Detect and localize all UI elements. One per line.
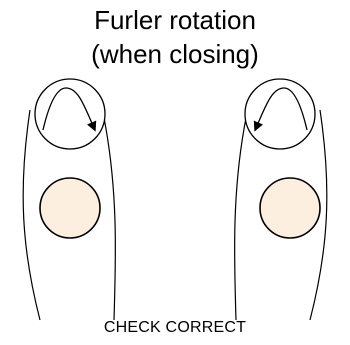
counterclockwise-arrow-icon: [253, 87, 308, 132]
check-correct-label: CHECK CORRECT: [103, 319, 247, 336]
right-line-inner: [233, 117, 247, 321]
right-drum: [259, 177, 321, 239]
left-drum: [39, 177, 101, 239]
title-line-2: (when closing): [91, 39, 259, 69]
right-rotation-circle: [244, 78, 316, 150]
right-line-outer: [309, 109, 328, 321]
right-furler: [233, 78, 328, 321]
title-line-1: Furler rotation: [94, 5, 256, 35]
clockwise-arrow-icon: [42, 87, 97, 132]
left-line-outer: [22, 109, 41, 321]
left-rotation-circle: [34, 78, 106, 150]
left-furler: [22, 78, 117, 321]
left-line-inner: [103, 117, 117, 321]
